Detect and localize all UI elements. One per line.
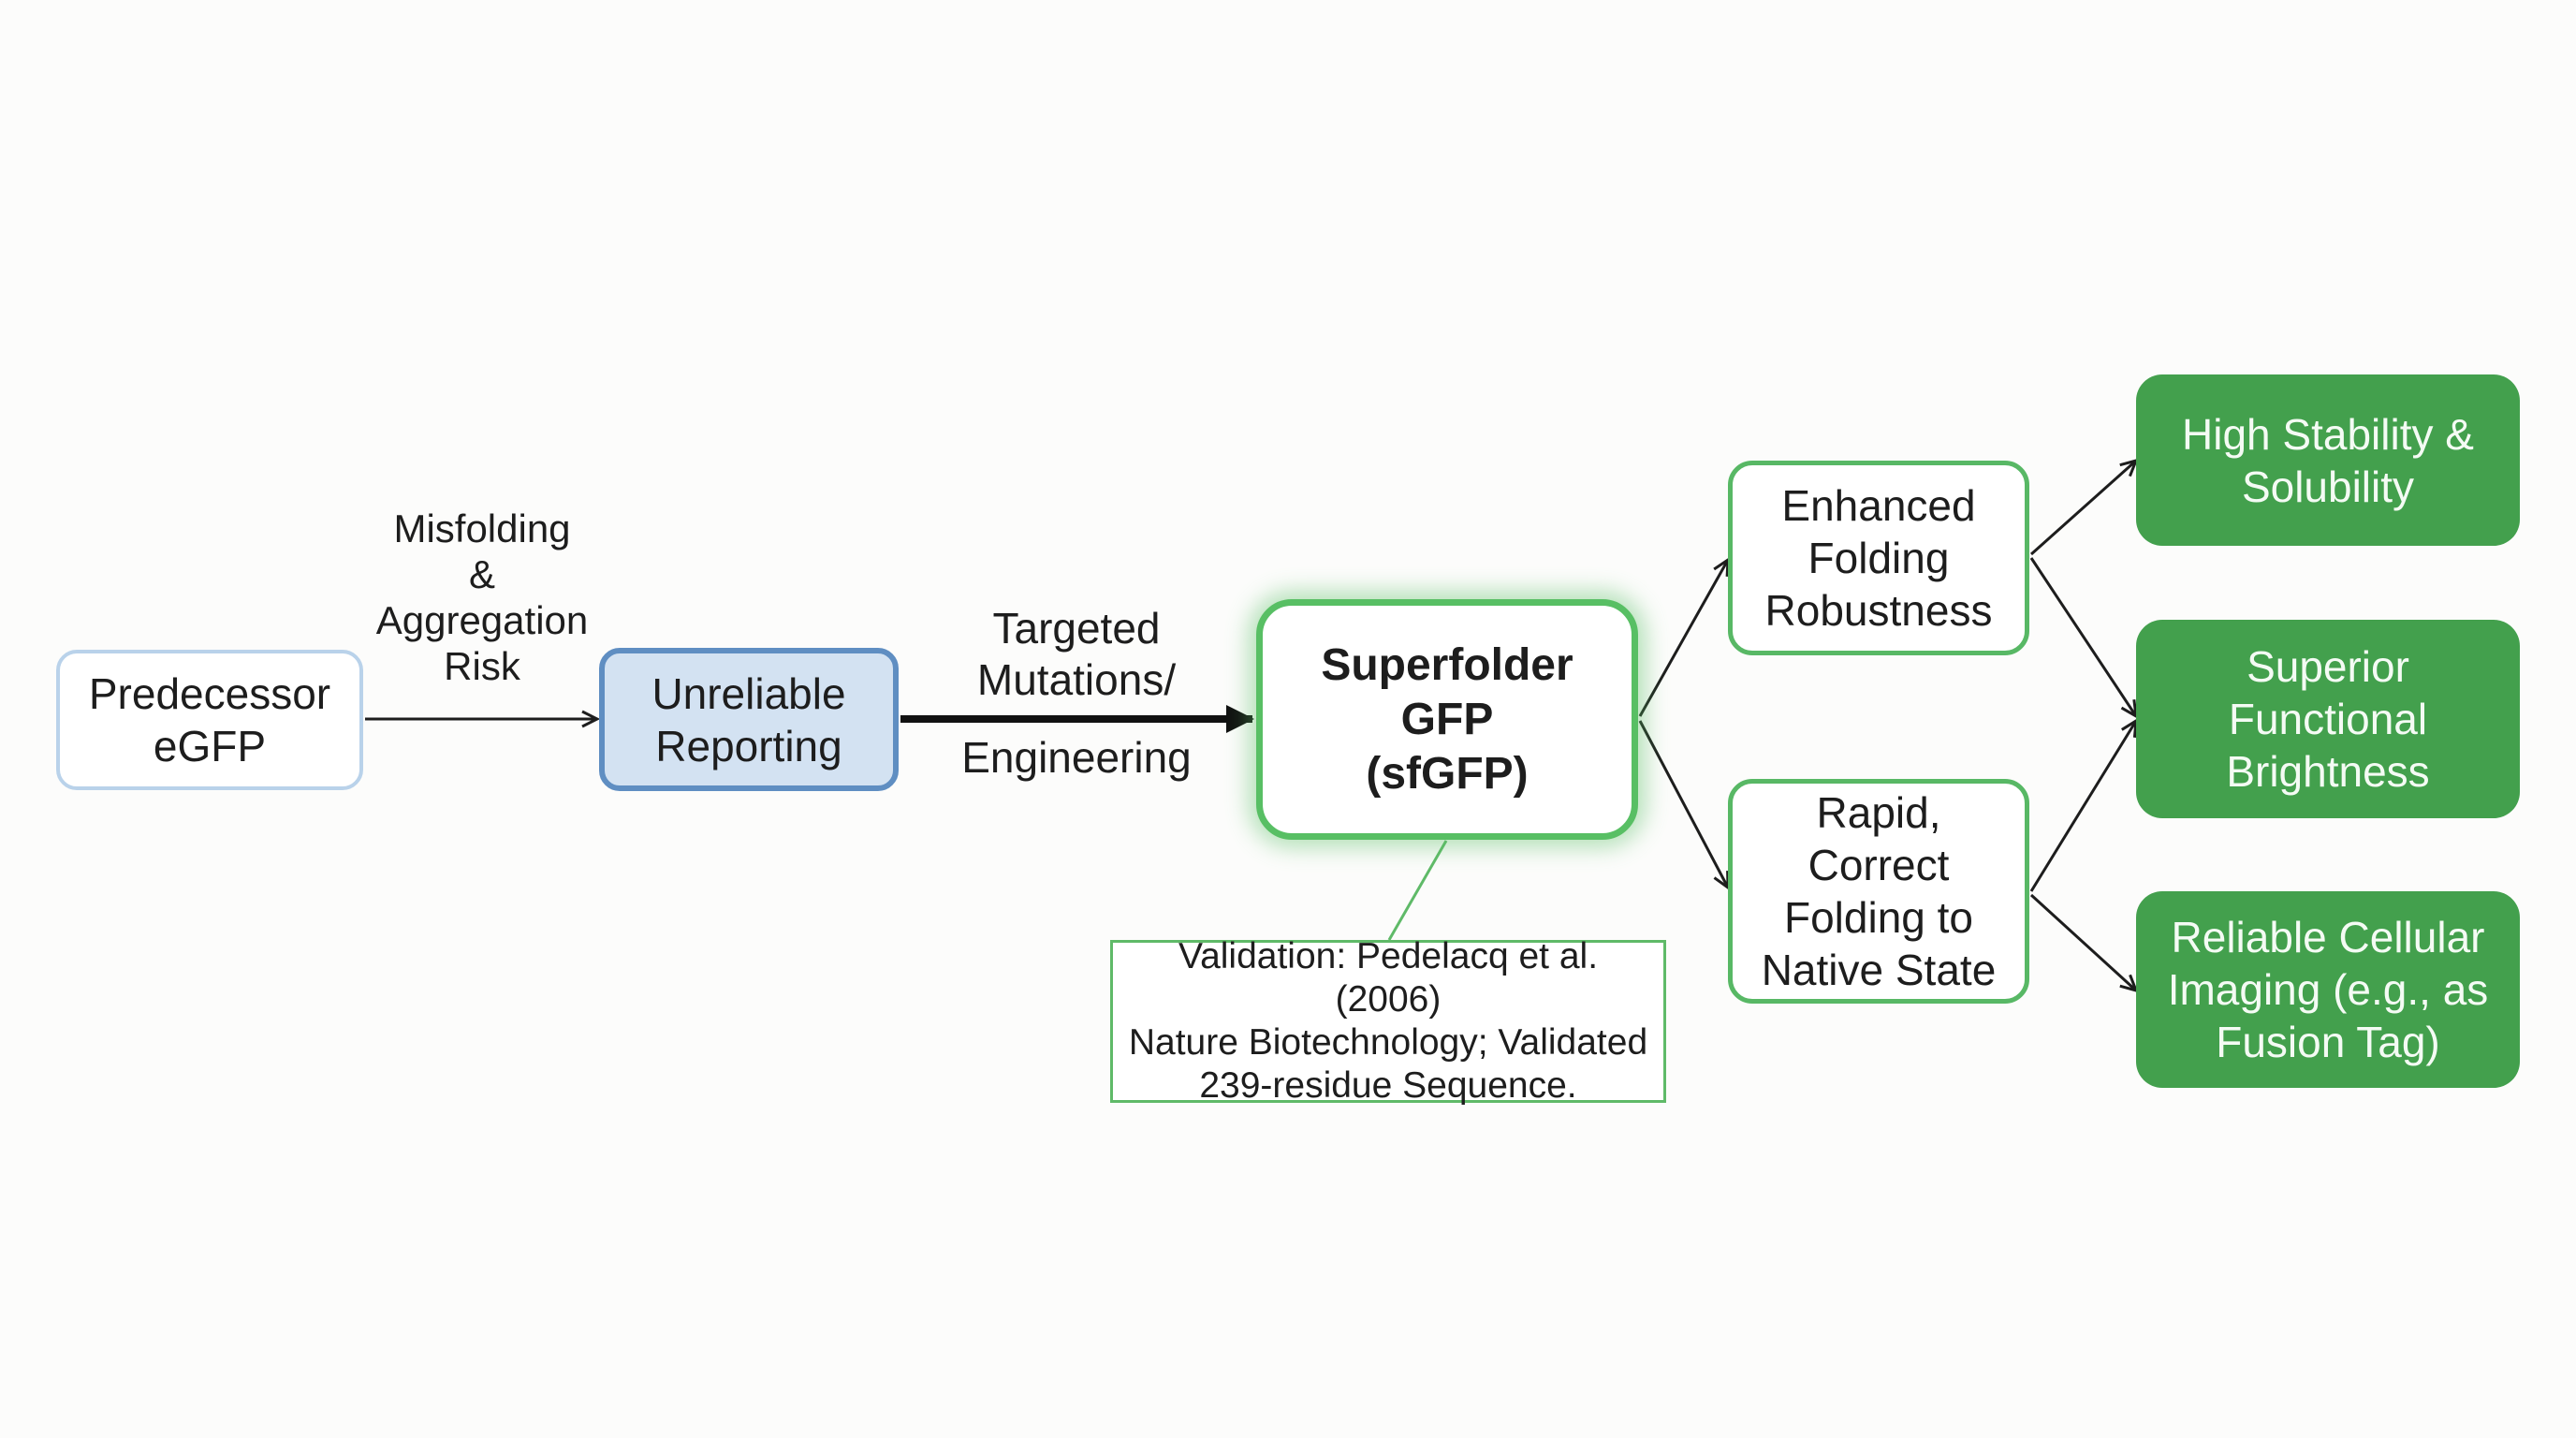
arrow-sfgfp-to-enhanced [1638,560,1728,717]
node-high-stability-solubility-label: High Stability &Solubility [2182,409,2474,511]
edge-label-engineering: Engineering [961,733,1192,782]
arrow-rapid-to-superior [2029,721,2136,892]
callout-line-validation [1387,840,1448,941]
arrow-sfgfp-to-rapid [1638,720,1728,888]
node-high-stability-solubility: High Stability &Solubility [2136,374,2520,546]
arrow-enhanced-to-high-stability [2030,461,2136,556]
arrow-rapid-to-reliable [2029,893,2136,990]
arrow-enhanced-to-superior [2029,557,2136,716]
node-superfolder-gfp-label: Superfolder GFP(sfGFP) [1321,639,1573,799]
node-superfolder-gfp: Superfolder GFP(sfGFP) [1256,599,1638,840]
callout-validation-text: Validation: Pedelacq et al. (2006)Nature… [1128,936,1648,1106]
callout-validation: Validation: Pedelacq et al. (2006)Nature… [1110,936,1666,1106]
